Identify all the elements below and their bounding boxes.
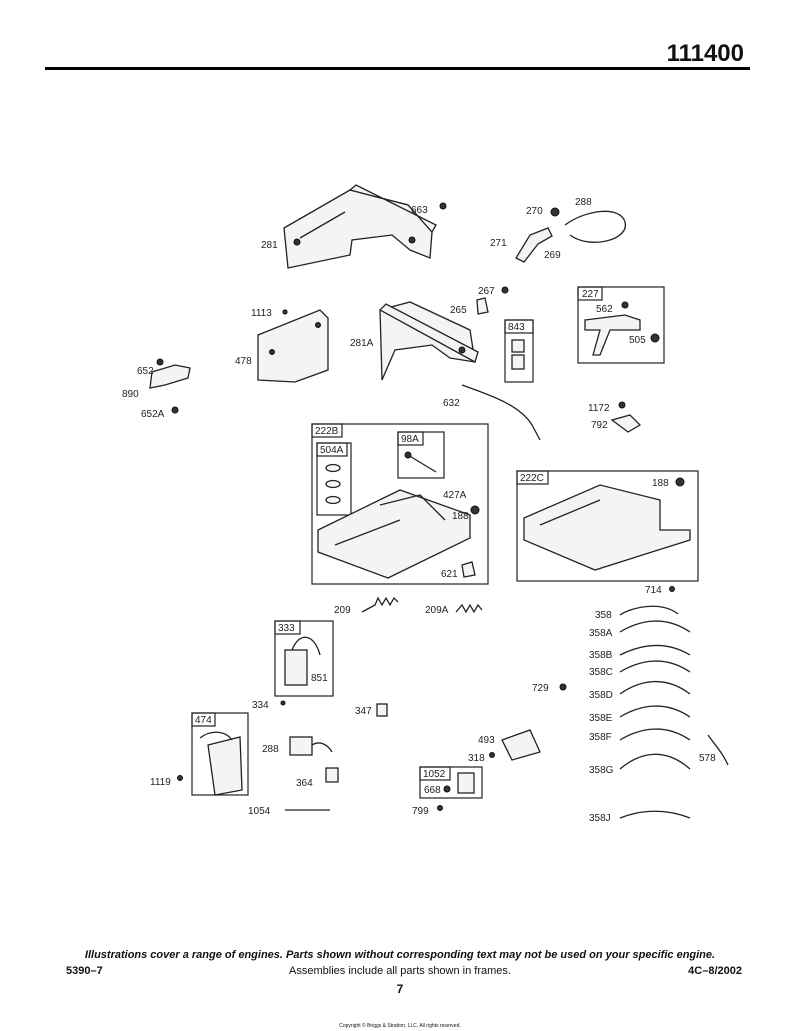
model-number: 111400	[666, 40, 744, 67]
frame-227: 227	[577, 286, 665, 364]
callout-209A: 209A	[425, 605, 449, 616]
callout-890: 890	[122, 389, 139, 400]
callout-271: 271	[490, 238, 507, 249]
callout-652A: 652A	[141, 409, 165, 420]
bracket-652	[149, 358, 191, 414]
callout-358: 358	[595, 610, 612, 621]
callout-358C: 358C	[589, 667, 613, 678]
callout-652: 652	[137, 366, 154, 377]
base-plate-222B	[317, 489, 480, 579]
ignition-parts	[177, 636, 388, 811]
callout-269: 269	[544, 250, 561, 261]
governor-lever-271	[515, 207, 626, 263]
misc-right	[437, 683, 567, 811]
callout-663: 663	[411, 205, 428, 216]
callout-668: 668	[424, 785, 441, 796]
frame-label-227: 227	[582, 289, 599, 300]
frame-label-222C: 222C	[520, 473, 544, 484]
frame-label-504A: 504A	[320, 445, 344, 456]
page-number: 7	[396, 982, 404, 996]
callout-358J: 358J	[589, 813, 611, 824]
cover-plate-478	[257, 309, 329, 383]
callout-578: 578	[699, 753, 716, 764]
callout-792: 792	[591, 420, 608, 431]
callout-358B: 358B	[589, 650, 613, 661]
frame-504A: 504A	[316, 442, 352, 516]
callout-358A: 358A	[589, 628, 613, 639]
callout-851: 851	[311, 673, 328, 684]
frame-label-843: 843	[508, 322, 525, 333]
callout-265: 265	[450, 305, 467, 316]
frame-474: 474	[191, 712, 249, 796]
callout-188-222C: 188	[652, 478, 669, 489]
link-632	[461, 384, 541, 441]
frame-222C: 222C	[516, 470, 699, 582]
frame-1052: 1052	[419, 766, 483, 799]
frame-843: 843	[504, 319, 534, 383]
callout-358D: 358D	[589, 690, 613, 701]
callout-427A: 427A	[443, 490, 467, 501]
frame-label-1052: 1052	[423, 769, 446, 780]
callout-281A: 281A	[350, 338, 374, 349]
frame-label-222B: 222B	[315, 426, 339, 437]
callout-288-coil: 288	[262, 744, 279, 755]
callout-364: 364	[296, 778, 313, 789]
callout-318: 318	[468, 753, 485, 764]
frame-222B: 222B	[311, 423, 489, 585]
callout-267: 267	[478, 286, 495, 297]
callout-358E: 358E	[589, 713, 613, 724]
callout-270: 270	[526, 206, 543, 217]
small-parts	[282, 202, 660, 433]
revision-date: 4C–8/2002	[688, 965, 742, 977]
callout-1054: 1054	[248, 806, 271, 817]
copyright: Copyright © Briggs & Stratton, LLC. All …	[339, 1023, 461, 1029]
control-bracket-281	[283, 184, 437, 269]
header-rule	[45, 67, 750, 70]
frame-label-474: 474	[195, 715, 212, 726]
callout-632: 632	[443, 398, 460, 409]
frame-label-333: 333	[278, 623, 295, 634]
callout-493: 493	[478, 735, 495, 746]
callout-281: 281	[261, 240, 278, 251]
ground-wires	[619, 605, 729, 819]
frame-333: 333	[274, 620, 334, 697]
callout-347: 347	[355, 706, 372, 717]
callout-729: 729	[532, 683, 549, 694]
callout-1119: 1119	[150, 777, 171, 788]
springs	[361, 586, 675, 614]
frame-98A: 98A	[397, 431, 445, 479]
callout-188-222B: 188	[452, 511, 469, 522]
callout-1172: 1172	[588, 403, 610, 414]
callout-288: 288	[575, 197, 592, 208]
disclaimer: Illustrations cover a range of engines. …	[84, 949, 716, 961]
callout-714: 714	[645, 585, 662, 596]
callout-209: 209	[334, 605, 351, 616]
callout-labels: 663 270 288 281 271 269 267 265 1113 281…	[122, 197, 716, 824]
washers-504A	[325, 463, 341, 505]
callout-799: 799	[412, 806, 429, 817]
control-bracket-281A	[378, 301, 479, 381]
callout-478: 478	[235, 356, 252, 367]
screw-98A	[404, 451, 437, 473]
document-number: 5390–7	[66, 965, 103, 977]
callout-1113: 1113	[251, 308, 272, 319]
callout-562: 562	[596, 304, 613, 315]
callout-505: 505	[629, 335, 646, 346]
frame-label-98A: 98A	[401, 434, 419, 445]
callout-334: 334	[252, 700, 269, 711]
callout-621: 621	[441, 569, 458, 580]
base-plate-222C	[523, 477, 691, 571]
callout-358F: 358F	[589, 732, 612, 743]
callout-358G: 358G	[589, 765, 614, 776]
assemblies-note: Assemblies include all parts shown in fr…	[289, 965, 511, 977]
